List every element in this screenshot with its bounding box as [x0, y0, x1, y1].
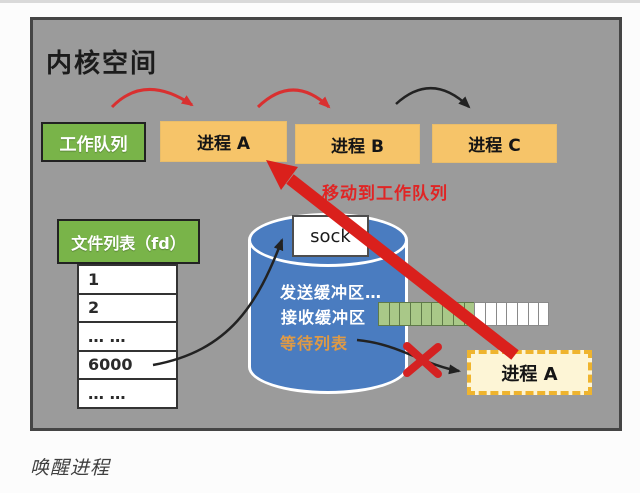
- fd-row: 1: [79, 266, 176, 295]
- buffer-cell: [388, 302, 400, 326]
- sock-box: sock: [292, 215, 369, 257]
- work-queue-box: 工作队列: [41, 122, 146, 162]
- move-to-workqueue-note: 移动到工作队列: [322, 184, 448, 204]
- buffer-cell: [516, 302, 528, 326]
- fd-row: 2: [79, 295, 176, 323]
- buffer-cell: [538, 302, 549, 326]
- buffer-cell: [474, 302, 485, 326]
- fd-row: … …: [88, 383, 126, 403]
- process-c-box: 进程 C: [432, 124, 557, 163]
- buffer-cell: [420, 302, 432, 326]
- buffer-cell: [410, 302, 421, 326]
- send-buffer-label: 发送缓冲区…: [280, 283, 383, 302]
- buffer-cell: [495, 302, 507, 326]
- fd-row: … …: [79, 323, 176, 352]
- process-a-box: 进程 A: [160, 121, 287, 162]
- buffer-cell: [527, 302, 539, 326]
- buffer-cell: [399, 302, 411, 326]
- fd-row: 6000: [79, 352, 176, 380]
- buffer-cell: [442, 302, 453, 326]
- fd-list-title-box: 文件列表（fd）: [57, 219, 200, 264]
- buffer-cell: [378, 302, 389, 326]
- kernel-space-title: 内核空间: [46, 49, 159, 79]
- recv-buffer-label: 接收缓冲区: [281, 308, 367, 327]
- buffer-cell: [506, 302, 517, 326]
- buffer-cell: [463, 302, 475, 326]
- fd-table: 1 2 … … 6000 … …: [77, 264, 178, 409]
- buffer-cell: [484, 302, 496, 326]
- buffer-cell: [431, 302, 443, 326]
- figure-caption: 唤醒进程: [30, 458, 111, 479]
- wait-list-label: 等待列表: [280, 334, 349, 353]
- process-b-box: 进程 B: [295, 124, 420, 164]
- waiting-process-a-box: 进程 A: [467, 350, 592, 395]
- buffer-cell: [452, 302, 464, 326]
- recv-buffer-cells: [378, 302, 549, 326]
